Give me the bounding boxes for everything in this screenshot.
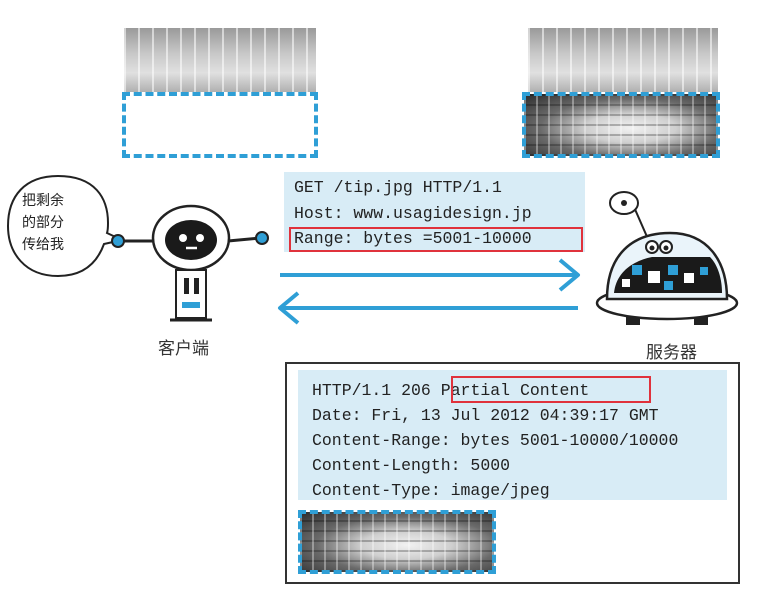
request-line-3: Range: bytes =5001-10000 — [294, 229, 532, 248]
request-line-2: Host: www.usagidesign.jp — [294, 204, 532, 223]
server-label: 服务器 — [646, 343, 697, 363]
partial-content-highlight — [451, 376, 651, 403]
server-image-range-frame — [522, 92, 720, 158]
speech-text: 把剩余 的部分 传给我 — [22, 190, 102, 256]
request-panel: GET /tip.jpg HTTP/1.1 Host: www.usagides… — [284, 172, 585, 252]
request-line-1: GET /tip.jpg HTTP/1.1 — [294, 178, 502, 197]
response-image-frame — [298, 510, 496, 574]
response-status-text: Partial Content — [440, 381, 590, 400]
server-image-bottom-part — [524, 94, 718, 156]
arrow-right-icon — [280, 258, 580, 292]
response-line-content-range: Content-Range: bytes 5001-10000/10000 — [312, 431, 679, 450]
client-image-missing-part — [122, 92, 318, 158]
response-line-date: Date: Fri, 13 Jul 2012 04:39:17 GMT — [312, 406, 659, 425]
robot-client-icon — [111, 204, 269, 322]
speech-bubble-icon — [6, 174, 120, 278]
robot-server-icon — [595, 191, 739, 325]
range-highlight — [289, 227, 583, 252]
response-line-content-length: Content-Length: 5000 — [312, 456, 511, 475]
response-status-prefix: HTTP/1.1 206 — [312, 381, 441, 400]
speech-line-3: 传给我 — [22, 237, 64, 253]
request-arrows — [278, 258, 580, 325]
response-line-content-type: Content-Type: image/jpeg — [312, 481, 550, 500]
response-image-part — [300, 512, 494, 572]
response-panel: HTTP/1.1 206 Partial Content Date: Fri, … — [298, 370, 727, 500]
response-status-line: HTTP/1.1 206 Partial Content — [312, 381, 589, 401]
speech-line-1: 把剩余 — [22, 193, 64, 209]
server-image-top-part — [528, 28, 718, 92]
speech-line-2: 的部分 — [22, 215, 64, 231]
client-label: 客户端 — [158, 339, 209, 359]
client-image-received-part — [124, 28, 316, 92]
arrow-left-icon — [278, 291, 578, 325]
